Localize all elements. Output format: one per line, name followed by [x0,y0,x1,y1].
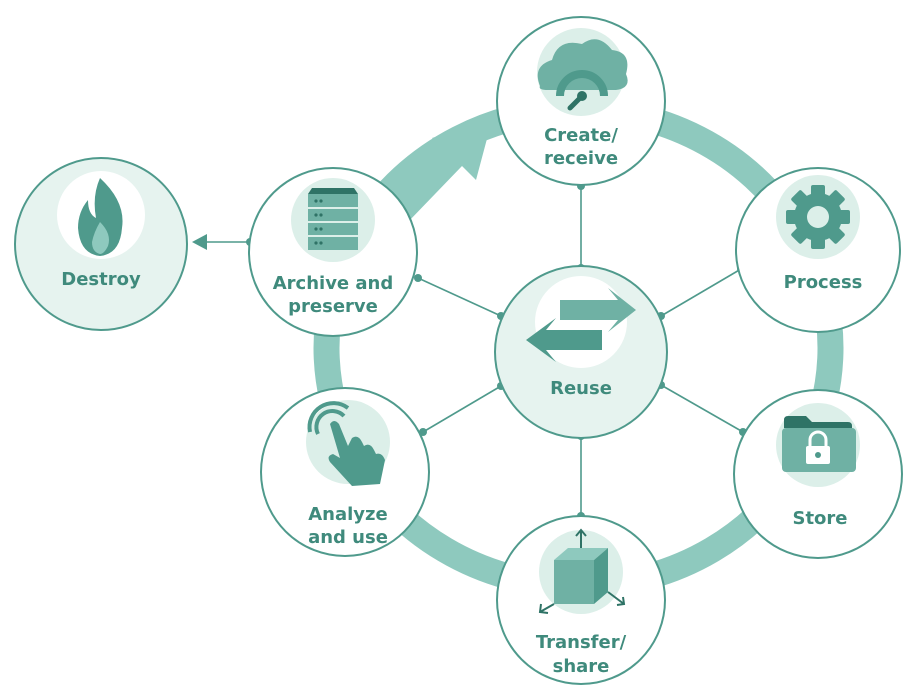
store-label: Store [792,508,847,529]
transfer-label-line1: Transfer/ [536,632,627,653]
archive-label-line2: preserve [288,296,378,317]
node-reuse: Reuse [494,265,668,439]
touch-hand-icon [307,401,385,486]
node-create-receive: Create/ receive [496,16,666,186]
reuse-label: Reuse [550,378,612,399]
archive-label-line1: Archive and [273,273,394,294]
transfer-label-line2: share [553,656,610,677]
node-destroy: Destroy [14,157,188,331]
node-store: Store [733,389,903,559]
node-analyze-use: Analyze and use [260,387,430,557]
cube-arrows-icon [538,528,626,614]
swap-arrows-icon [526,288,636,362]
destroy-arrowhead-icon [192,234,207,250]
create-label-line2: receive [544,148,618,169]
analyze-label-line2: and use [308,527,388,548]
gear-icon [786,185,850,249]
cloud-gauge-icon [537,39,628,111]
locked-folder-icon [782,416,856,472]
node-transfer-share: Transfer/ share [496,515,666,685]
spoke-lines [205,186,744,516]
node-process: Process [735,167,901,333]
destroy-label: Destroy [61,269,141,290]
flame-icon [78,178,123,256]
cycle-arrow-icon [389,120,492,222]
analyze-label-line1: Analyze [308,504,387,525]
process-label: Process [784,272,863,293]
create-label-line1: Create/ [544,125,618,146]
server-rack-icon [308,188,358,250]
node-archive-preserve: Archive and preserve [248,167,418,337]
